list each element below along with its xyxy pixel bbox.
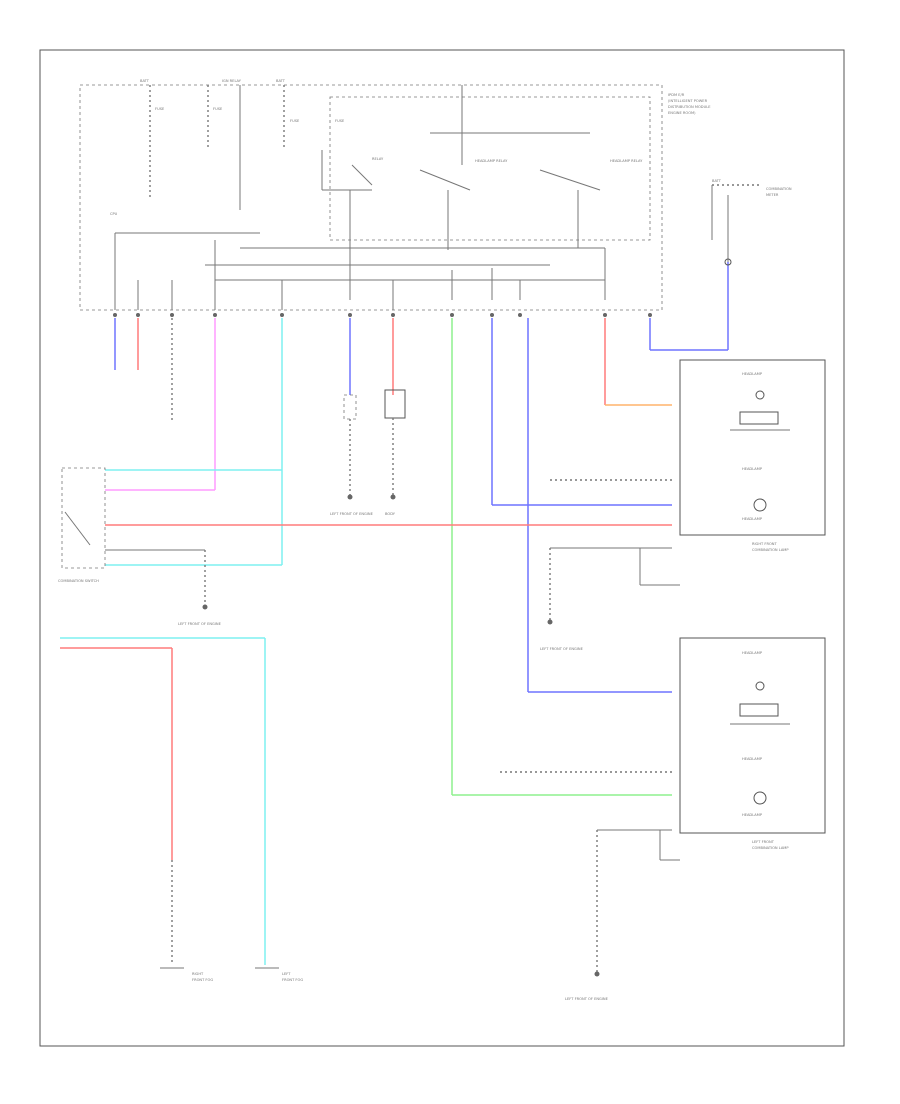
svg-text:BATT: BATT: [140, 79, 150, 83]
svg-text:LEFT FRONT: LEFT FRONT: [752, 840, 775, 844]
svg-text:FUSE: FUSE: [213, 107, 223, 111]
diagram-border: [39, 49, 845, 1047]
right-front-combination-lamp: HEADLAMP HEADLAMP HEADLAMP RIGHT FRONT C…: [540, 359, 826, 651]
svg-text:IGN RELAY: IGN RELAY: [222, 79, 242, 83]
ipdm-er-box: [79, 84, 663, 311]
svg-text:RIGHT: RIGHT: [192, 972, 204, 976]
svg-text:ENGINE ROOM): ENGINE ROOM): [668, 111, 696, 115]
svg-text:HEADLAMP: HEADLAMP: [742, 757, 763, 761]
svg-text:COMBINATION LAMP: COMBINATION LAMP: [752, 548, 789, 552]
svg-text:FRONT FOG: FRONT FOG: [282, 978, 303, 982]
svg-text:HEADLAMP: HEADLAMP: [742, 467, 763, 471]
svg-text:HEADLAMP RELAY: HEADLAMP RELAY: [610, 159, 643, 163]
ipdm-labels: BATT IGN RELAY BATT FUSE FUSE FUSE FUSE …: [110, 79, 711, 216]
svg-text:(INTELLIGENT POWER: (INTELLIGENT POWER: [668, 99, 708, 103]
ipdm-pins: [113, 313, 652, 317]
fog-lamp-components: LEFT FRONT OF ENGINE BODY: [330, 389, 406, 516]
svg-text:CPU: CPU: [110, 212, 118, 216]
svg-text:HEADLAMP: HEADLAMP: [742, 651, 763, 655]
combination-switch: COMBINATION SWITCH LEFT FRONT OF ENGINE: [58, 467, 222, 626]
fog-lamp-wiring: RIGHT FRONT FOG LEFT FRONT FOG: [60, 637, 303, 982]
svg-text:HEADLAMP RELAY: HEADLAMP RELAY: [475, 159, 508, 163]
svg-text:BATT: BATT: [712, 179, 722, 183]
svg-text:COMBINATION SWITCH: COMBINATION SWITCH: [58, 579, 99, 583]
fuse-drops: [149, 85, 463, 210]
relay-switches: [321, 132, 601, 300]
headlamp-relay: BATT COMBINATION METER: [711, 179, 792, 266]
svg-text:LEFT FRONT OF ENGINE: LEFT FRONT OF ENGINE: [565, 997, 609, 1001]
svg-text:HEADLAMP: HEADLAMP: [742, 813, 763, 817]
svg-text:FUSE: FUSE: [335, 119, 345, 123]
svg-text:LEFT FRONT OF ENGINE: LEFT FRONT OF ENGINE: [540, 647, 584, 651]
left-front-combination-lamp: HEADLAMP HEADLAMP HEADLAMP LEFT FRONT CO…: [500, 637, 826, 1001]
svg-text:HEADLAMP: HEADLAMP: [742, 372, 763, 376]
svg-text:BATT: BATT: [276, 79, 286, 83]
svg-text:FUSE: FUSE: [155, 107, 165, 111]
svg-text:BODY: BODY: [385, 512, 396, 516]
svg-text:RELAY: RELAY: [372, 157, 384, 161]
svg-text:IPDM E/R: IPDM E/R: [668, 93, 685, 97]
svg-text:LEFT FRONT OF ENGINE: LEFT FRONT OF ENGINE: [178, 622, 222, 626]
svg-text:LEFT: LEFT: [282, 972, 291, 976]
svg-text:FUSE: FUSE: [290, 119, 300, 123]
svg-text:FRONT FOG: FRONT FOG: [192, 978, 213, 982]
internal-bus: [114, 232, 606, 310]
svg-text:RIGHT FRONT: RIGHT FRONT: [752, 542, 777, 546]
svg-text:DISTRIBUTION MODULE: DISTRIBUTION MODULE: [668, 105, 711, 109]
svg-text:LEFT FRONT OF ENGINE: LEFT FRONT OF ENGINE: [330, 512, 374, 516]
svg-text:COMBINATION: COMBINATION: [766, 187, 792, 191]
svg-text:METER: METER: [766, 193, 779, 197]
svg-text:COMBINATION LAMP: COMBINATION LAMP: [752, 846, 789, 850]
svg-text:HEADLAMP: HEADLAMP: [742, 517, 763, 521]
relay-box: [329, 96, 651, 241]
ipdm-output-wires: [105, 262, 729, 796]
